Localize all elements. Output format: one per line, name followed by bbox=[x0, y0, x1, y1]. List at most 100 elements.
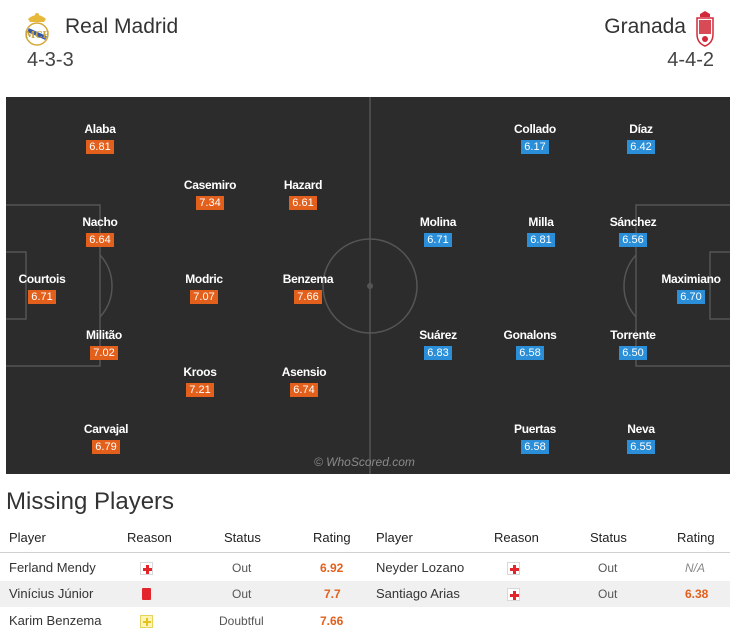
home-team-name[interactable]: Real Madrid bbox=[65, 15, 179, 38]
player-name: Nacho bbox=[82, 215, 118, 229]
missing-status: Doubtful bbox=[219, 614, 264, 628]
player-marker[interactable]: Molina 6.71 bbox=[393, 215, 483, 248]
player-rating: 6.50 bbox=[619, 346, 647, 360]
player-rating: 6.83 bbox=[424, 346, 452, 360]
player-name: Sánchez bbox=[609, 215, 657, 229]
player-marker[interactable]: Neva 6.55 bbox=[596, 422, 686, 455]
player-rating: 6.42 bbox=[627, 140, 655, 154]
away-status-header: Status bbox=[590, 530, 627, 545]
player-name: Courtois bbox=[18, 272, 66, 286]
injury-icon bbox=[507, 588, 520, 601]
player-rating: 6.81 bbox=[86, 140, 114, 154]
player-marker[interactable]: Suárez 6.83 bbox=[393, 328, 483, 361]
player-rating: 6.81 bbox=[527, 233, 555, 247]
away-reason-header: Reason bbox=[494, 530, 539, 545]
player-name: Díaz bbox=[629, 122, 653, 136]
player-rating: 6.58 bbox=[516, 346, 544, 360]
missing-status: Out bbox=[598, 587, 618, 601]
player-rating: 6.64 bbox=[86, 233, 114, 247]
missing-status: Out bbox=[232, 561, 252, 575]
player-name: Maximiano bbox=[661, 272, 721, 286]
player-rating: 6.56 bbox=[619, 233, 647, 247]
away-player-header: Player bbox=[376, 530, 413, 545]
player-name: Molina bbox=[419, 215, 457, 229]
table-row: Ferland Mendy Out 6.92 Neyder Lozano Out… bbox=[0, 555, 730, 581]
home-status-header: Status bbox=[224, 530, 261, 545]
table-row: Vinícius Júnior Out 7.7 Santiago Arias O… bbox=[0, 581, 730, 607]
player-rating: 6.70 bbox=[677, 290, 705, 304]
player-marker[interactable]: Sánchez 6.56 bbox=[588, 215, 678, 248]
player-rating: 6.55 bbox=[627, 440, 655, 454]
missing-rating: 7.66 bbox=[320, 614, 344, 628]
svg-text:MCF: MCF bbox=[25, 31, 49, 41]
player-marker[interactable]: Collado 6.17 bbox=[490, 122, 580, 155]
pitch-markings bbox=[6, 97, 730, 474]
player-marker[interactable]: Gonalons 6.58 bbox=[485, 328, 575, 361]
away-formation: 4-4-2 bbox=[667, 49, 714, 71]
missing-player-name[interactable]: Santiago Arias bbox=[376, 586, 460, 601]
player-marker[interactable]: Benzema 7.66 bbox=[263, 272, 353, 305]
injury-icon bbox=[507, 562, 520, 575]
player-marker[interactable]: Nacho 6.64 bbox=[55, 215, 145, 248]
real-madrid-crest-icon: MCF bbox=[25, 13, 49, 46]
missing-rating: N/A bbox=[685, 561, 706, 575]
home-formation: 4-3-3 bbox=[27, 49, 74, 71]
doubtful-icon bbox=[140, 615, 153, 628]
team-header: MCF Real Madrid 4-3-3 Granada 4-4-2 bbox=[0, 0, 730, 90]
player-marker[interactable]: Casemiro 7.34 bbox=[165, 178, 255, 211]
player-rating: 7.07 bbox=[190, 290, 218, 304]
away-team-name[interactable]: Granada bbox=[604, 15, 686, 38]
missing-player-name[interactable]: Neyder Lozano bbox=[376, 560, 465, 575]
player-name: Militão bbox=[86, 328, 122, 342]
player-name: Suárez bbox=[419, 328, 457, 342]
granada-crest-icon bbox=[696, 11, 714, 47]
player-name: Collado bbox=[514, 122, 556, 136]
injury-icon bbox=[140, 562, 153, 575]
player-rating: 6.71 bbox=[28, 290, 56, 304]
red-card-icon bbox=[142, 588, 151, 600]
player-name: Hazard bbox=[283, 178, 323, 192]
player-rating: 6.79 bbox=[92, 440, 120, 454]
player-marker[interactable]: Kroos 7.21 bbox=[155, 365, 245, 398]
missing-player-name[interactable]: Karim Benzema bbox=[9, 613, 102, 628]
table-header: Player Reason Status Rating Player Reaso… bbox=[0, 525, 730, 553]
home-player-header: Player bbox=[9, 530, 46, 545]
home-reason-header: Reason bbox=[127, 530, 172, 545]
pitch: Alaba 6.81 Casemiro 7.34 Hazard 6.61 Nac… bbox=[6, 97, 730, 474]
player-marker[interactable]: Puertas 6.58 bbox=[490, 422, 580, 455]
player-rating: 6.74 bbox=[290, 383, 318, 397]
player-rating: 6.61 bbox=[289, 196, 317, 210]
missing-rating: 7.7 bbox=[324, 587, 341, 601]
player-marker[interactable]: Milla 6.81 bbox=[496, 215, 586, 248]
player-name: Alaba bbox=[84, 122, 116, 136]
missing-status: Out bbox=[232, 587, 252, 601]
away-rating-header: Rating bbox=[677, 530, 715, 545]
player-marker[interactable]: Hazard 6.61 bbox=[258, 178, 348, 211]
player-name: Kroos bbox=[183, 365, 217, 379]
player-name: Modric bbox=[185, 272, 223, 286]
player-rating: 7.21 bbox=[186, 383, 214, 397]
player-rating: 6.71 bbox=[424, 233, 452, 247]
player-name: Neva bbox=[627, 422, 655, 436]
missing-player-name[interactable]: Vinícius Júnior bbox=[9, 586, 94, 601]
player-marker[interactable]: Modric 7.07 bbox=[159, 272, 249, 305]
player-marker[interactable]: Torrente 6.50 bbox=[588, 328, 678, 361]
player-marker[interactable]: Carvajal 6.79 bbox=[61, 422, 151, 455]
player-marker[interactable]: Militão 7.02 bbox=[59, 328, 149, 361]
player-marker[interactable]: Maximiano 6.70 bbox=[646, 272, 730, 305]
player-name: Puertas bbox=[514, 422, 556, 436]
player-name: Torrente bbox=[610, 328, 656, 342]
missing-status: Out bbox=[598, 561, 618, 575]
player-name: Gonalons bbox=[503, 328, 557, 342]
player-name: Carvajal bbox=[83, 422, 129, 436]
player-marker[interactable]: Courtois 6.71 bbox=[6, 272, 87, 305]
player-name: Benzema bbox=[282, 272, 334, 286]
player-marker[interactable]: Alaba 6.81 bbox=[55, 122, 145, 155]
missing-player-name[interactable]: Ferland Mendy bbox=[9, 560, 96, 575]
player-rating: 7.34 bbox=[196, 196, 224, 210]
missing-players-title: Missing Players bbox=[6, 488, 175, 515]
player-marker[interactable]: Asensio 6.74 bbox=[259, 365, 349, 398]
player-rating: 7.02 bbox=[90, 346, 118, 360]
player-marker[interactable]: Díaz 6.42 bbox=[596, 122, 686, 155]
missing-rating: 6.38 bbox=[685, 587, 709, 601]
